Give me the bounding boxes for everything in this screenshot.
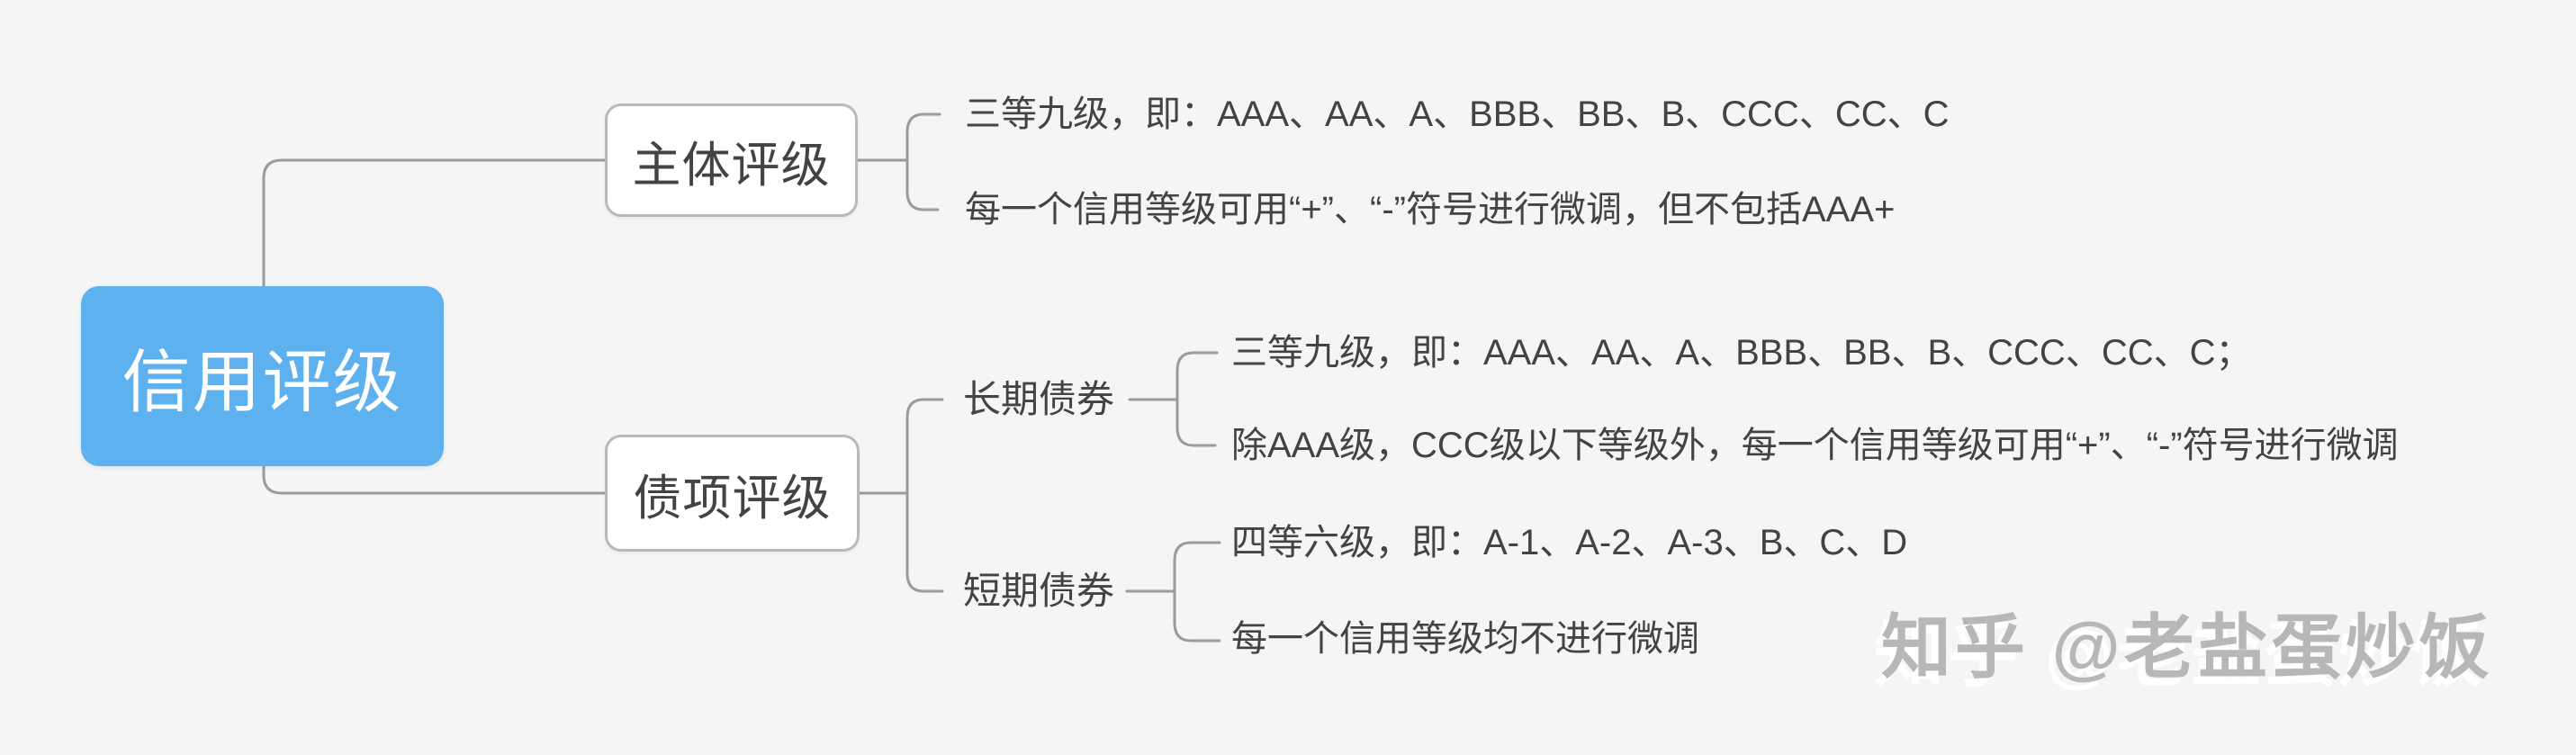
connector-root-to-subject-rating [262, 158, 607, 288]
leaf-shortterm-scale[interactable]: 四等六级，即：A-1、A-2、A-3、B、C、D [1231, 523, 1908, 562]
watermark: 知乎 @老盐蛋炒饭 [1881, 607, 2493, 687]
leaf-subject-rating-scale[interactable]: 三等九级，即：AAA、AA、A、BBB、BB、B、CCC、CC、C [965, 94, 1950, 134]
subbranch-node-longterm-bonds[interactable]: 长期债券 [963, 378, 1115, 420]
leaf-longterm-adjustment[interactable]: 除AAA级，CCC级以下等级外，每一个信用等级可用“+”、“-”符号进行微调 [1231, 426, 2399, 465]
leaf-shortterm-adjustment[interactable]: 每一个信用等级均不进行微调 [1231, 619, 1699, 659]
connector-longterm-bracket [1175, 351, 1219, 447]
leaf-subject-rating-adjustment[interactable]: 每一个信用等级可用“+”、“-”符号进行微调，但不包括AAA+ [965, 190, 1896, 229]
connector-subject-rating-bracket [905, 112, 941, 211]
root-node-credit-rating[interactable]: 信用评级 [81, 286, 444, 466]
branch-node-debt-rating[interactable]: 债项评级 [605, 435, 860, 552]
connector-root-to-debt-rating [262, 464, 607, 495]
branch-node-subject-rating[interactable]: 主体评级 [605, 103, 858, 217]
connector-shortterm-bracket [1173, 541, 1221, 643]
subbranch-node-shortterm-bonds[interactable]: 短期债券 [963, 570, 1115, 612]
leaf-longterm-scale[interactable]: 三等九级，即：AAA、AA、A、BBB、BB、B、CCC、CC、C； [1231, 333, 2252, 373]
connector-debt-rating-bracket [905, 398, 944, 593]
